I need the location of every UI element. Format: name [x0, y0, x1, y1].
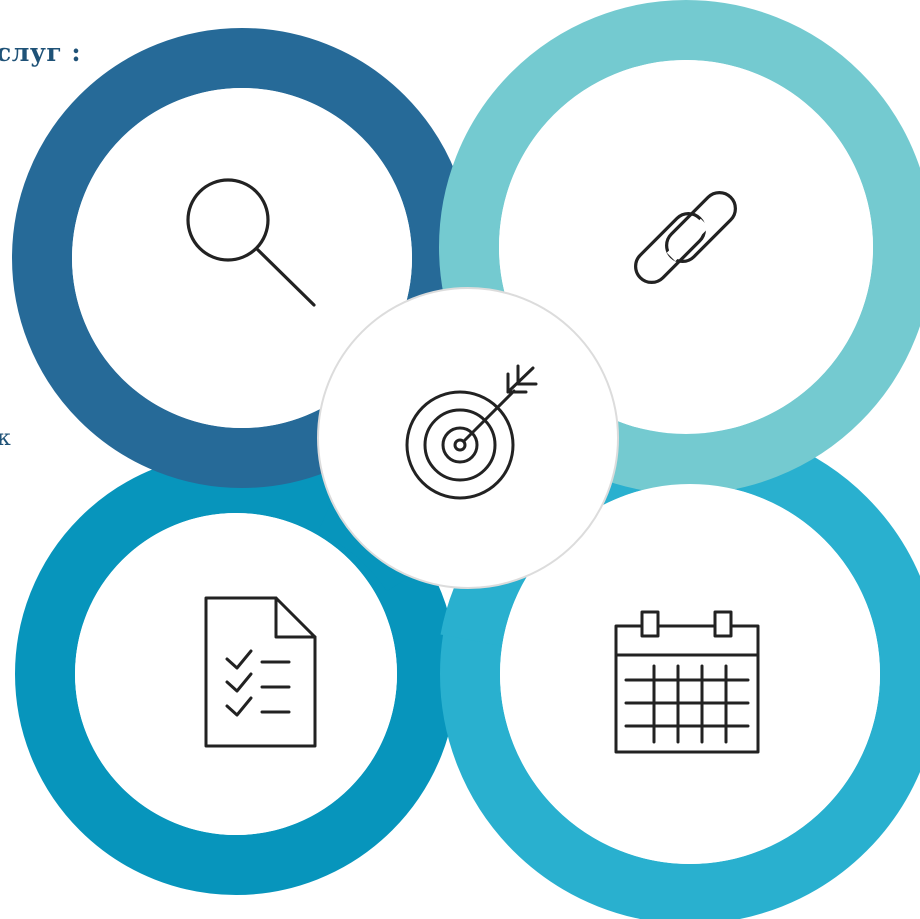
edge-text-fragment: к [0, 426, 11, 451]
target-icon [405, 364, 538, 500]
checklist-document-icon [204, 596, 317, 748]
chain-link-icon [634, 191, 737, 284]
bottom-left-ring-center [75, 513, 397, 835]
magnifier-icon [186, 178, 316, 307]
top-right-ring [439, 0, 920, 494]
calendar-icon [614, 610, 760, 754]
section-heading: слуг : [0, 38, 82, 67]
bottom-right-ring-center [500, 484, 880, 864]
